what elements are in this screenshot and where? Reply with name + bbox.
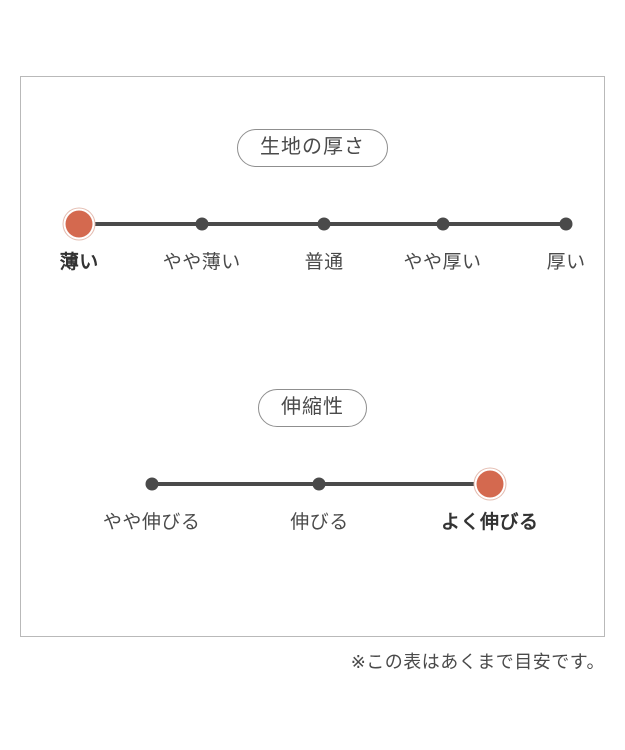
stretch-title-row: 伸縮性 (21, 389, 604, 427)
thickness-title-pill: 生地の厚さ (237, 129, 388, 167)
section-thickness: 生地の厚さ 薄い やや薄い 普通 やや厚い 厚い (21, 129, 604, 282)
thickness-dot-yaya-atsui[interactable] (436, 217, 449, 231)
stretch-scale (21, 470, 604, 498)
thickness-dot-usui[interactable] (65, 210, 93, 238)
footnote-text: ※この表はあくまで目安です。 (350, 652, 605, 672)
section-stretch: 伸縮性 やや伸びる 伸びる よく伸びる (21, 389, 604, 542)
thickness-label-yaya-usui: やや薄い (162, 252, 241, 273)
thickness-dot-atsui[interactable] (559, 217, 573, 231)
thickness-title-row: 生地の厚さ (21, 129, 604, 167)
thickness-dot-futsuu[interactable] (317, 217, 331, 231)
stretch-dot-nobiru[interactable] (312, 477, 326, 491)
thickness-dot-yaya-usui[interactable] (195, 217, 209, 231)
stretch-label-nobiru: 伸びる (290, 512, 349, 533)
thickness-label-atsui: 厚い (546, 252, 586, 273)
thickness-label-yaya-atsui: やや厚い (403, 252, 482, 273)
thickness-labels: 薄い やや薄い 普通 やや厚い 厚い (21, 252, 604, 282)
stretch-label-yaya-nobiru: やや伸びる (102, 512, 201, 533)
stretch-dot-yoku-nobiru[interactable] (476, 470, 504, 498)
thickness-label-usui: 薄い (59, 252, 99, 273)
stretch-labels: やや伸びる 伸びる よく伸びる (21, 512, 604, 542)
spec-card: 生地の厚さ 薄い やや薄い 普通 やや厚い 厚い 伸縮性 (20, 76, 605, 637)
stretch-dot-yaya-nobiru[interactable] (145, 477, 159, 491)
thickness-scale (21, 210, 604, 238)
thickness-label-futsuu: 普通 (304, 252, 344, 273)
stretch-label-yoku-nobiru: よく伸びる (440, 512, 539, 533)
stretch-title-pill: 伸縮性 (258, 389, 367, 427)
